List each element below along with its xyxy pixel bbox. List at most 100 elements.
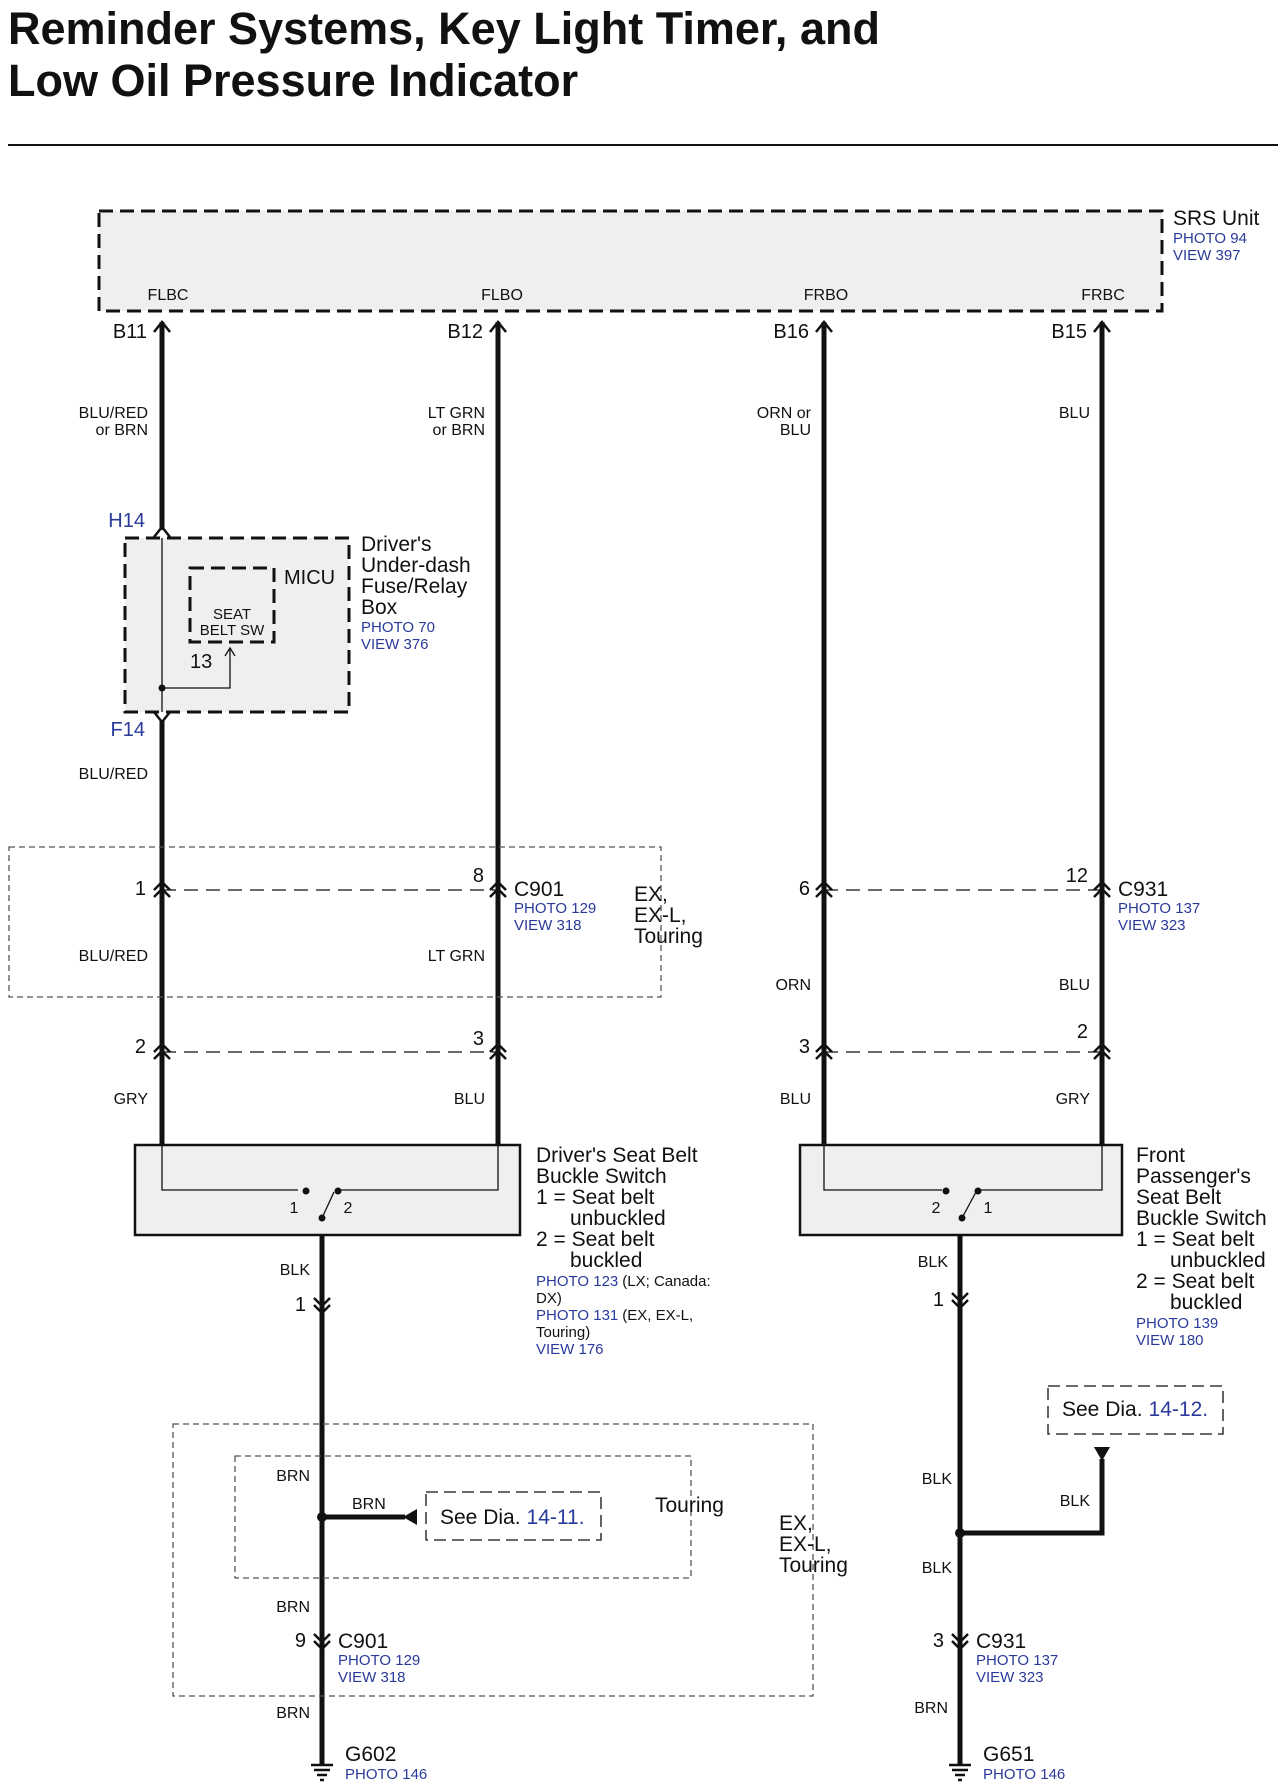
wire-label-b16-1: ORN or [757, 405, 812, 422]
driver-switch-line-left [161, 1145, 298, 1191]
driver-switch-photo2-note2: Touring) [536, 1324, 590, 1341]
micu-junction-dot [158, 684, 166, 692]
c931-top-pin-6: 6 [799, 878, 810, 900]
lower-pin-left-1: 2 [135, 1036, 146, 1058]
micu-f14-chevron [153, 711, 171, 725]
right-ground-pin1-chevrons [951, 1292, 969, 1310]
srs-pin-b16: B16 [773, 321, 809, 343]
srs-unit-photo: PHOTO 94 [1173, 230, 1247, 247]
g602-label: G602 [345, 1743, 396, 1766]
driver-switch-photo2: PHOTO 131(EX, EX-L, [536, 1307, 693, 1324]
passenger-switch-line-right [978, 1145, 1103, 1191]
right-ground-wire-blk-3: BLK [922, 1560, 953, 1577]
right-ground-wire-brn: BRN [914, 1700, 948, 1717]
wire-label-b11-2: or BRN [96, 422, 148, 439]
left-ground-pin9-chevrons [313, 1633, 331, 1651]
passenger-switch-name-1: Front [1136, 1144, 1185, 1167]
driver-switch-view: VIEW 176 [536, 1341, 604, 1358]
page-title-line1: Reminder Systems, Key Light Timer, and [8, 3, 880, 54]
see-dia-14-12-box[interactable] [1047, 1385, 1224, 1435]
see-dia-14-11-text: See Dia. [440, 1506, 521, 1529]
lower-connector-chevrons [153, 1042, 1111, 1060]
driver-switch-contact-1 [302, 1187, 310, 1195]
right-ground-c931-view: VIEW 323 [976, 1669, 1044, 1686]
g651-label: G651 [983, 1743, 1034, 1766]
see-dia-14-11-box[interactable] [425, 1491, 602, 1541]
c931-top-view: VIEW 323 [1118, 917, 1186, 934]
left-ground-wire-brn-1: BRN [276, 1468, 310, 1485]
see-dia-14-12-link[interactable]: See Dia.14-12. [1062, 1398, 1208, 1421]
right-ground-pin-1: 1 [933, 1289, 944, 1311]
upper-connector-chevrons [153, 880, 1111, 898]
c901-top-pin-8: 8 [473, 865, 484, 887]
right-ground-wire-blk-1: BLK [918, 1254, 949, 1271]
wire-label-switch-3: BLU [780, 1091, 811, 1108]
driver-switch-photo1-note2: DX) [536, 1290, 562, 1307]
driver-switch-state-2: 2 = Seat belt [536, 1228, 655, 1251]
right-ground-pin-3: 3 [933, 1630, 944, 1652]
wire-label-switch-4: GRY [1056, 1091, 1091, 1108]
driver-switch-photo1-note: (LX; Canada: [622, 1273, 710, 1290]
wire-label-lower-4: BLU [1059, 977, 1090, 994]
micu-sense-line [162, 648, 231, 689]
passenger-switch-name-3: Seat Belt [1136, 1186, 1221, 1209]
driver-switch-state-1b: unbuckled [570, 1207, 666, 1230]
left-ground-wire-brn-2: BRN [276, 1599, 310, 1616]
micu-sense-arrow [224, 646, 236, 657]
srs-unit-label: SRS Unit [1173, 207, 1260, 230]
see-dia-14-11-link[interactable]: See Dia. 14-11. [440, 1506, 585, 1529]
wire-label-switch-2: BLU [454, 1091, 485, 1108]
passenger-switch-state-2: 2 = Seat belt [1136, 1270, 1255, 1293]
left-ground-branch-label: BRN [352, 1496, 386, 1513]
driver-switch-pin-1: 1 [290, 1200, 299, 1217]
right-ground-branch-wire [960, 1459, 1105, 1536]
driver-switch-blade [321, 1191, 335, 1219]
seat-belt-sw-label-1: SEAT [213, 606, 251, 623]
lower-variant-label-2: EX-L, [779, 1533, 832, 1556]
driver-switch-photo2-id: PHOTO 131 [536, 1307, 618, 1324]
c901-top-name: C901 [514, 878, 564, 901]
micu-box-name-1: Driver's [361, 533, 432, 556]
left-ground-branch-arrow [403, 1509, 417, 1525]
right-ground-splice [955, 1528, 965, 1538]
passenger-switch-pin-2: 2 [932, 1200, 941, 1217]
srs-unit-box [97, 209, 1164, 313]
passenger-switch-state-1: 1 = Seat belt [1136, 1228, 1255, 1251]
see-dia-14-12-ref[interactable]: 14-12. [1149, 1398, 1209, 1421]
c931-top-name: C931 [1118, 878, 1168, 901]
srs-terminal-frbo: FRBO [804, 287, 848, 304]
seat-belt-sw-label-2: BELT SW [200, 622, 265, 639]
wire-label-b16-2: BLU [780, 422, 811, 439]
driver-switch-photo1: PHOTO 123(LX; Canada: [536, 1273, 711, 1290]
right-ground-branch-arrow [1094, 1447, 1110, 1461]
see-dia-14-11-ref[interactable]: 14-11. [527, 1506, 585, 1529]
wire-label-b15: BLU [1059, 405, 1090, 422]
left-ground-wire-blk: BLK [280, 1262, 311, 1279]
g602-ground-symbol [311, 1763, 333, 1782]
passenger-switch-contact-1 [942, 1187, 950, 1195]
wire-label-f14: BLU/RED [79, 766, 148, 783]
micu-pin-f14: F14 [111, 719, 145, 741]
lower-pin-left-2: 3 [473, 1028, 484, 1050]
srs-pin-b15: B15 [1051, 321, 1087, 343]
wire-label-b11-1: BLU/RED [79, 405, 148, 422]
driver-switch-state-2b: buckled [570, 1249, 642, 1272]
passenger-switch-blade [961, 1191, 977, 1219]
srs-pin-chevrons [153, 319, 1111, 333]
right-ground-wire-blk-2: BLK [922, 1471, 953, 1488]
c901-top-pin-1: 1 [135, 878, 146, 900]
passenger-switch-state-1b: unbuckled [1170, 1249, 1266, 1272]
ex-variant-group-lower [172, 1423, 814, 1697]
right-ground-branch-label: BLK [1060, 1493, 1091, 1510]
passenger-switch-view: VIEW 180 [1136, 1332, 1204, 1349]
micu-box-name-2: Under-dash [361, 554, 471, 577]
left-ground-pin-1: 1 [295, 1294, 306, 1316]
srs-unit-view: VIEW 397 [1173, 247, 1241, 264]
wire-label-lower-2: LT GRN [428, 948, 485, 965]
driver-switch-photo2-note: (EX, EX-L, [622, 1307, 693, 1324]
right-ground-c931: C931 [976, 1630, 1026, 1653]
left-ground-wire-brn-3: BRN [276, 1705, 310, 1722]
c901-top-view: VIEW 318 [514, 917, 582, 934]
micu-view: VIEW 376 [361, 636, 429, 653]
passenger-switch-line-left [823, 1145, 942, 1191]
